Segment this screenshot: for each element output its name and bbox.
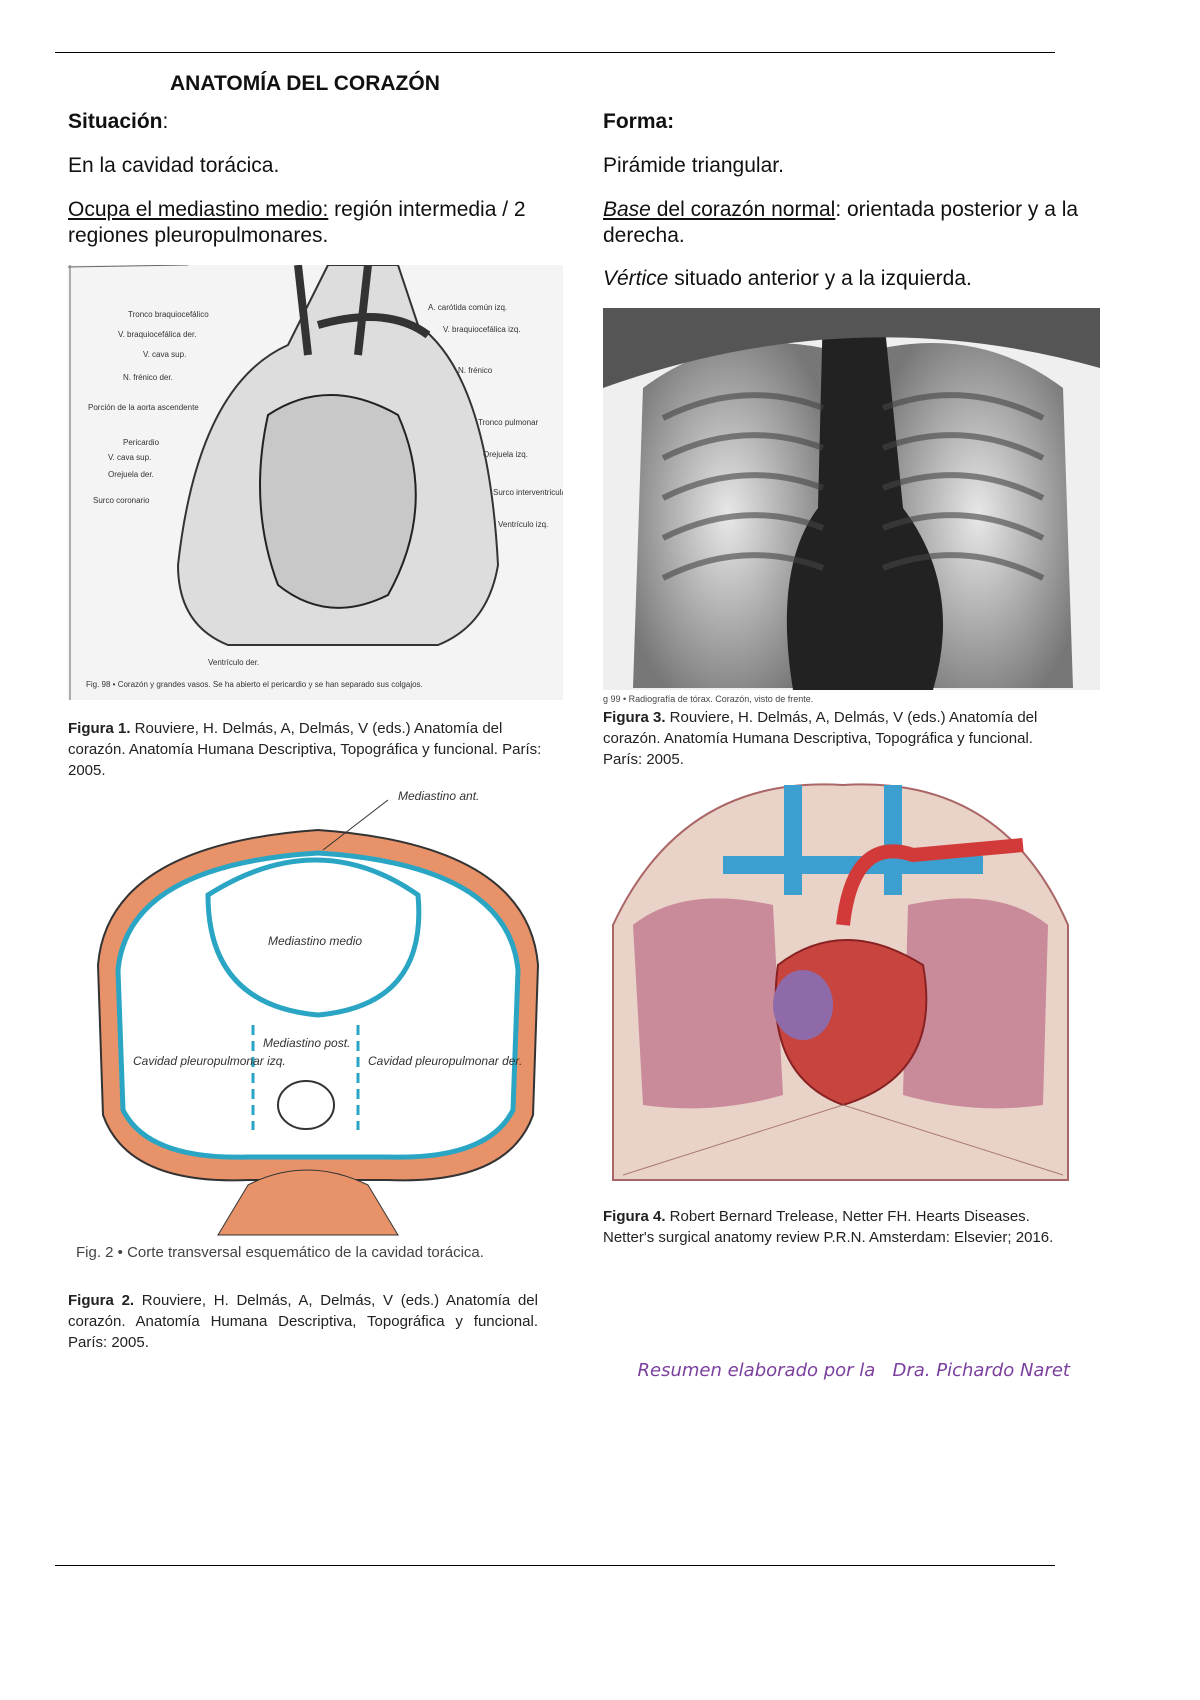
heart-illustration: Tronco braquiocefálico V. braquiocefálic…	[68, 265, 563, 700]
figure-2-caption: Figura 2. Rouviere, H. Delmás, A, Delmás…	[68, 1292, 538, 1351]
forma-p2: Base del corazón normal: orientada poste…	[603, 198, 1079, 247]
svg-text:Surco coronario: Surco coronario	[93, 496, 150, 505]
label-mediastino-ant: Mediastino ant.	[398, 789, 479, 803]
label-cavidad-der: Cavidad pleuropulmonar der.	[368, 1054, 522, 1068]
fig1-left-labels: Tronco braquiocefálico V. braquiocefálic…	[88, 310, 209, 505]
svg-text:V. braquiocefálica izq.: V. braquiocefálica izq.	[443, 325, 521, 334]
svg-text:Tronco braquiocefálico: Tronco braquiocefálico	[128, 310, 209, 319]
svg-text:V. cava sup.: V. cava sup.	[108, 453, 151, 462]
figure-4-netter-heart	[603, 775, 1078, 1185]
svg-text:Orejuela der.: Orejuela der.	[108, 470, 154, 479]
label-cavidad-izq: Cavidad pleuropulmonar izq.	[133, 1054, 286, 1068]
label-mediastino-post: Mediastino post.	[263, 1036, 350, 1050]
svg-text:A. carótida común izq.: A. carótida común izq.	[428, 303, 507, 312]
svg-text:Pericardio: Pericardio	[123, 438, 160, 447]
figure-1-heart-drawing: Tronco braquiocefálico V. braquiocefálic…	[68, 265, 563, 700]
svg-text:N. frénico der.: N. frénico der.	[123, 373, 173, 382]
forma-p3: Vértice situado anterior y a la izquierd…	[603, 267, 972, 290]
forma-heading: Forma:	[603, 110, 675, 133]
svg-text:V. cava sup.: V. cava sup.	[143, 350, 186, 359]
netter-heart-illustration	[612, 783, 1069, 1181]
fig3-inner-caption: g 99 • Radiografía de tórax. Corazón, vi…	[603, 694, 814, 704]
situacion-heading: Situación:	[68, 110, 169, 133]
figure-3-chest-xray	[603, 308, 1100, 690]
situacion-p2: Ocupa el mediastino medio: región interm…	[68, 198, 526, 247]
figure-3-caption: Figura 3. Rouviere, H. Delmás, A, Delmás…	[603, 709, 1038, 768]
page-title: ANATOMÍA DEL CORAZÓN	[170, 72, 440, 95]
svg-text:Ventrículo izq.: Ventrículo izq.	[498, 520, 548, 529]
top-rule	[55, 52, 1055, 53]
figure-2-thorax-section: Mediastino ant. Mediastino medio Mediast…	[68, 785, 563, 1275]
svg-text:N. frénico: N. frénico	[458, 366, 493, 375]
figure-1-caption: Figura 1. Rouviere, H. Delmás, A, Delmás…	[68, 720, 542, 779]
fig1-bottom-label: Ventrículo der.	[208, 658, 259, 667]
fig1-right-labels: A. carótida común izq. V. braquiocefálic…	[428, 303, 563, 529]
xray-image	[603, 308, 1100, 690]
svg-text:Porción de la aorta ascendente: Porción de la aorta ascendente	[88, 403, 199, 412]
fig2-inner-caption: Fig. 2 • Corte transversal esquemático d…	[76, 1244, 484, 1261]
thorax-cross-section-diagram: Mediastino ant. Mediastino medio Mediast…	[76, 789, 540, 1261]
author-signature: Resumen elaborado por la Dra. Pichardo N…	[637, 1360, 1070, 1381]
label-mediastino-medio: Mediastino medio	[268, 934, 362, 948]
bottom-rule	[55, 1565, 1055, 1566]
svg-text:Surco interventricular: Surco interventricular	[493, 488, 563, 497]
svg-text:V. braquiocefálica der.: V. braquiocefálica der.	[118, 330, 196, 339]
figure-4-caption: Figura 4. Robert Bernard Trelease, Nette…	[603, 1208, 1054, 1246]
svg-text:Tronco pulmonar: Tronco pulmonar	[478, 418, 539, 427]
svg-text:Orejuela izq.: Orejuela izq.	[483, 450, 528, 459]
fig1-inner-caption: Fig. 98 • Corazón y grandes vasos. Se ha…	[86, 680, 423, 689]
forma-p1: Pirámide triangular.	[603, 154, 784, 177]
situacion-p1: En la cavidad torácica.	[68, 154, 280, 177]
